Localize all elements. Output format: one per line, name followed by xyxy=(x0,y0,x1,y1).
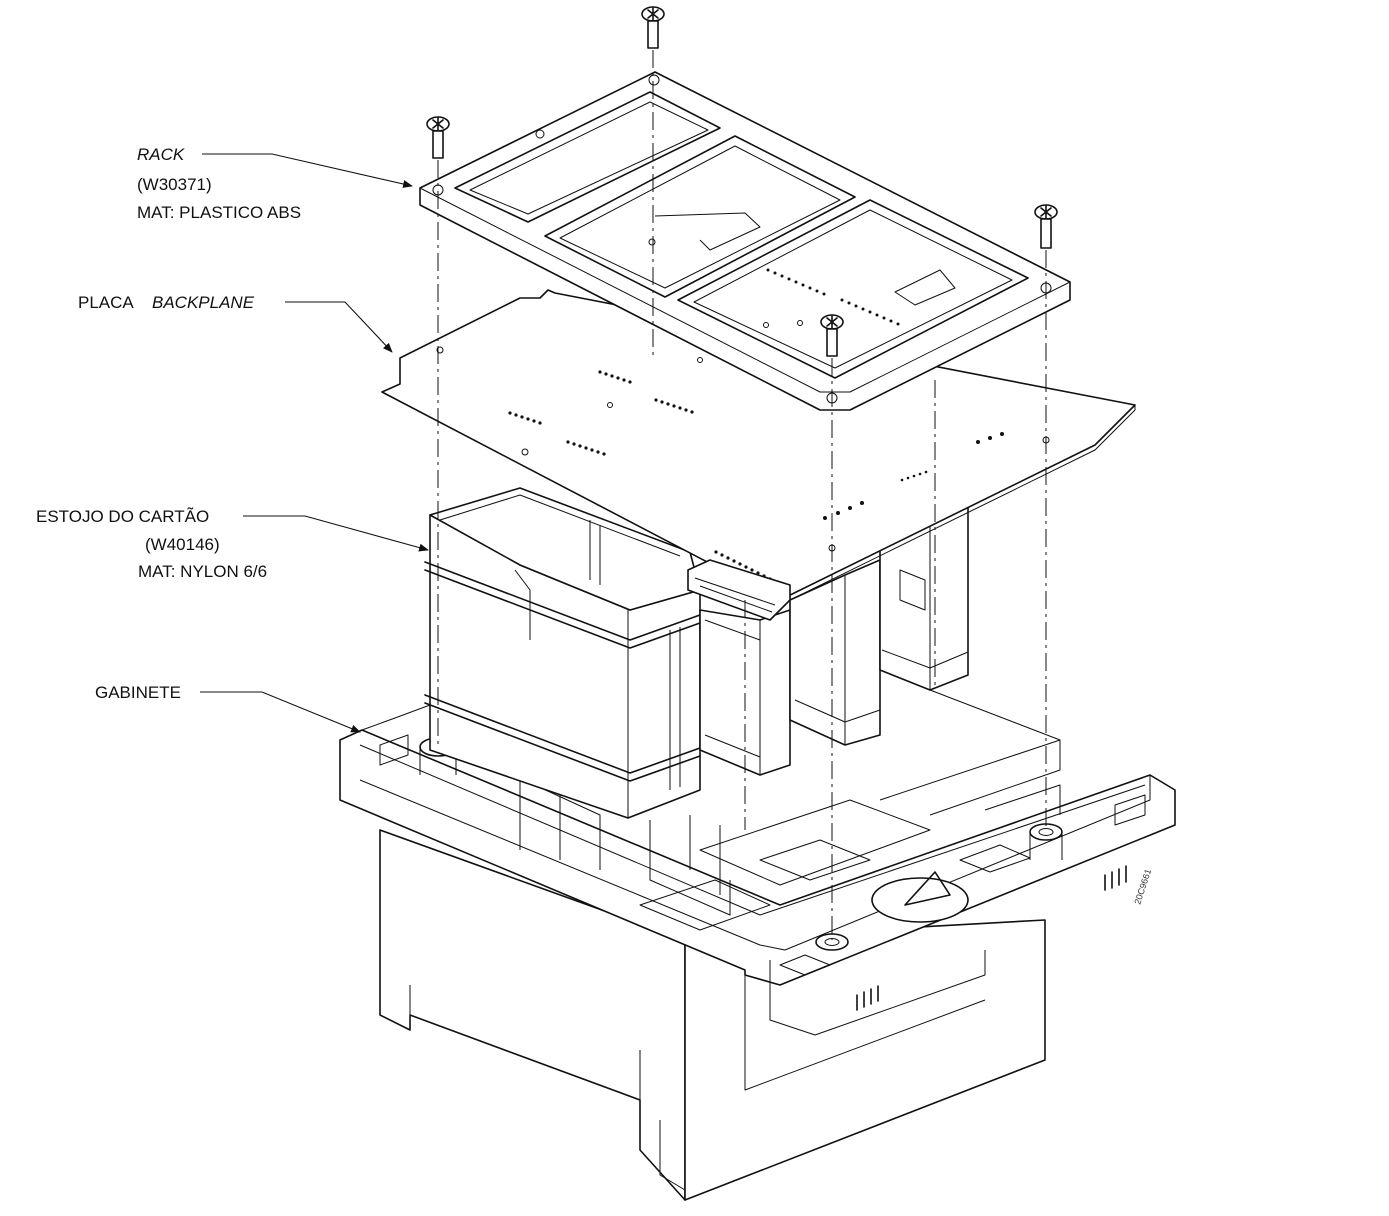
screw-top xyxy=(641,6,665,49)
backplane-prefix: PLACA xyxy=(78,293,134,312)
label-card-case: ESTOJO DO CARTÃO (W40146) MAT: NYLON 6/6 xyxy=(36,507,267,581)
screw-right xyxy=(1034,204,1058,249)
label-cabinet: GABINETE xyxy=(95,683,181,702)
leader-lines xyxy=(200,153,429,733)
rack-code: (W30371) xyxy=(137,175,212,194)
drawing-number: 20C9661 xyxy=(1132,868,1153,906)
screw-front xyxy=(820,314,844,357)
assembly-center-lines xyxy=(437,50,1047,940)
card-case-material: MAT: NYLON 6/6 xyxy=(138,562,267,581)
backplane-board-part xyxy=(381,289,1136,621)
card-case-part xyxy=(424,487,969,819)
cabinet-part xyxy=(339,689,1176,1201)
screws xyxy=(426,6,1058,357)
label-rack: RACK (W30371) MAT: PLASTICO ABS xyxy=(137,145,301,222)
rack-material: MAT: PLASTICO ABS xyxy=(137,203,301,222)
rack-title: RACK xyxy=(137,145,185,164)
rack-part xyxy=(419,71,1071,411)
card-case-code: (W40146) xyxy=(145,535,220,554)
screw-left xyxy=(426,116,450,159)
label-backplane: PLACA BACKPLANE xyxy=(78,293,255,312)
cabinet-title: GABINETE xyxy=(95,683,181,702)
backplane-title: BACKPLANE xyxy=(152,293,255,312)
card-case-title: ESTOJO DO CARTÃO xyxy=(36,507,209,526)
